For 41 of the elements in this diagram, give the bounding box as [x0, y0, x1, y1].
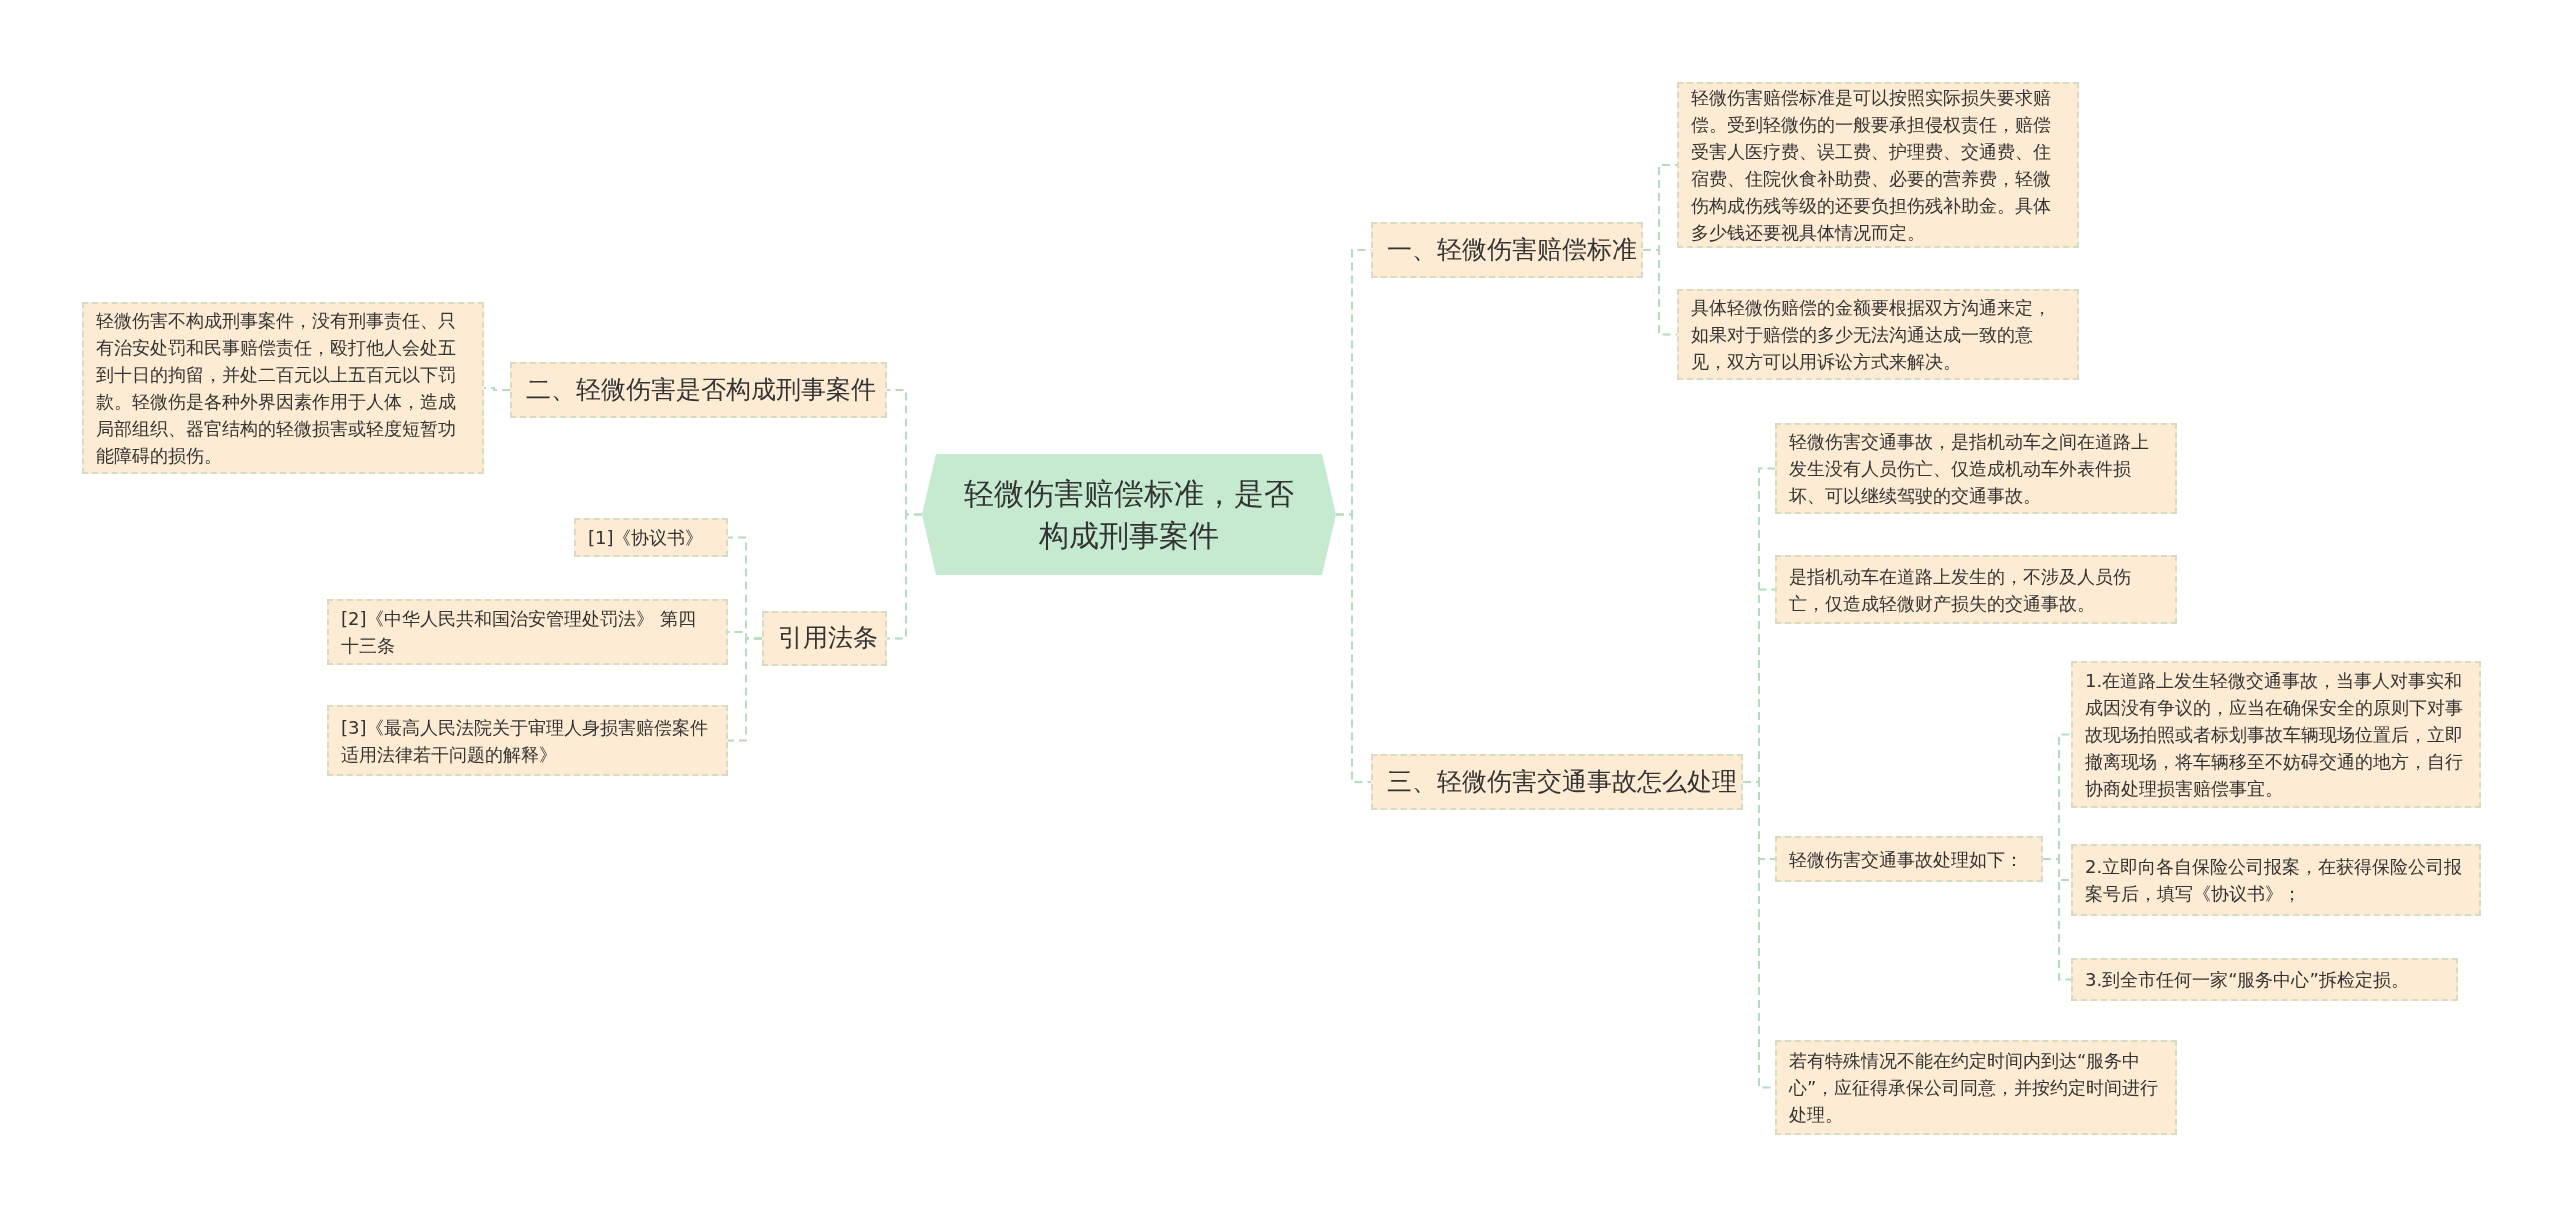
note-box: [1677, 289, 2079, 380]
note-box: [1775, 836, 2043, 882]
note-text: 轻微伤害不构成刑事案件，没有刑事责任、只有治安处罚和民事赔偿责任，殴打他人会处五到十日的拘留，并处二百元以上五百元以下罚款。轻微伤是各种外界因素作用于人体，造成局部组织、器官结构的轻微损害或轻度短暂功能障碍的损伤。: [96, 309, 457, 468]
note-text: 轻微伤害交通事故处理如下：: [1789, 847, 2023, 872]
connector-line: [727, 637, 763, 742]
topic-title: 轻微伤害赔偿标准，是否构成刑事案件: [963, 474, 1295, 555]
branch-title: 二、轻微伤害是否构成刑事案件: [526, 373, 876, 406]
note-text: 轻微伤害交通事故，是指机动车之间在道路上发生没有人员伤亡、仅造成机动车外表件损坏、可以继续驾驶的交通事故。: [1789, 430, 2150, 508]
branch-title: 引用法条: [778, 622, 878, 655]
note-text: 具体轻微伤赔偿的金额要根据双方沟通来定，如果对于赔偿的多少无法沟通达成一致的意见，双方可以用诉讼方式来解决。: [1691, 296, 2052, 374]
note-box: [1775, 423, 2177, 514]
connector-line: [1335, 513, 1372, 783]
note-box: [2071, 958, 2458, 1001]
connector-line: [886, 513, 923, 640]
branch-title: 一、轻微伤害赔偿标准: [1387, 233, 1637, 266]
note-text: [1]《协议书》: [588, 526, 704, 550]
note-text: 是指机动车在道路上发生的，不涉及人员伤亡，仅造成轻微财产损失的交通事故。: [1789, 564, 2132, 616]
note-text: [2]《中华人民共和国治安管理处罚法》 第四十三条: [341, 607, 698, 658]
note-text: [3]《最高人民法院关于审理人身损害赔偿案件适用法律若干问题的解释》: [341, 715, 710, 767]
branch-topic-box: [510, 362, 887, 418]
note-text: 1.在道路上发生轻微交通事故，当事人对事实和成因没有争议的，应当在确保安全的原则下对事故现场拍照或者标划事故车辆现场位置后，立即撤离现场，将车辆移至不妨碍交通的地方，自行协商处理损害赔偿事宜。: [2085, 669, 2464, 801]
note-text: 轻微伤害赔偿标准是可以按照实际损失要求赔偿。受到轻微伤的一般要承担侵权责任，赔偿受害人医疗费、误工费、护理费、交通费、住宿费、住院伙食补助费、必要的营养费，轻微伤构成伤残等级的还要负担伤残补助金。具体多少钱还要视具体情况而定。: [1691, 86, 2052, 245]
branch-topic-box: [1371, 754, 1743, 810]
note-box: [2071, 661, 2481, 808]
note-text: 若有特殊情况不能在约定时间内到达“服务中心”，应征得承保公司同意，并按约定时间进行处理。: [1789, 1049, 2160, 1127]
branch-topic-box: [1371, 222, 1643, 278]
branch-title: 三、轻微伤害交通事故怎么处理: [1387, 765, 1737, 798]
connector-line: [2042, 858, 2072, 981]
note-text: 3.到全市任何一家“服务中心”拆检定损。: [2085, 968, 2409, 992]
note-box: [1775, 1040, 2177, 1135]
connector-line: [1642, 249, 1678, 336]
note-box: [574, 518, 728, 557]
note-box: [1775, 555, 2177, 624]
connector-line: [483, 387, 511, 391]
branch-topic-box: [762, 611, 887, 666]
note-box: [82, 302, 484, 474]
central-topic: [922, 454, 1336, 575]
note-text: 2.立即向各自保险公司报案，在获得保险公司报案号后，填写《协议书》；: [2085, 855, 2464, 906]
note-box: [327, 705, 728, 776]
note-box: [327, 599, 728, 665]
note-box: [2071, 844, 2481, 916]
